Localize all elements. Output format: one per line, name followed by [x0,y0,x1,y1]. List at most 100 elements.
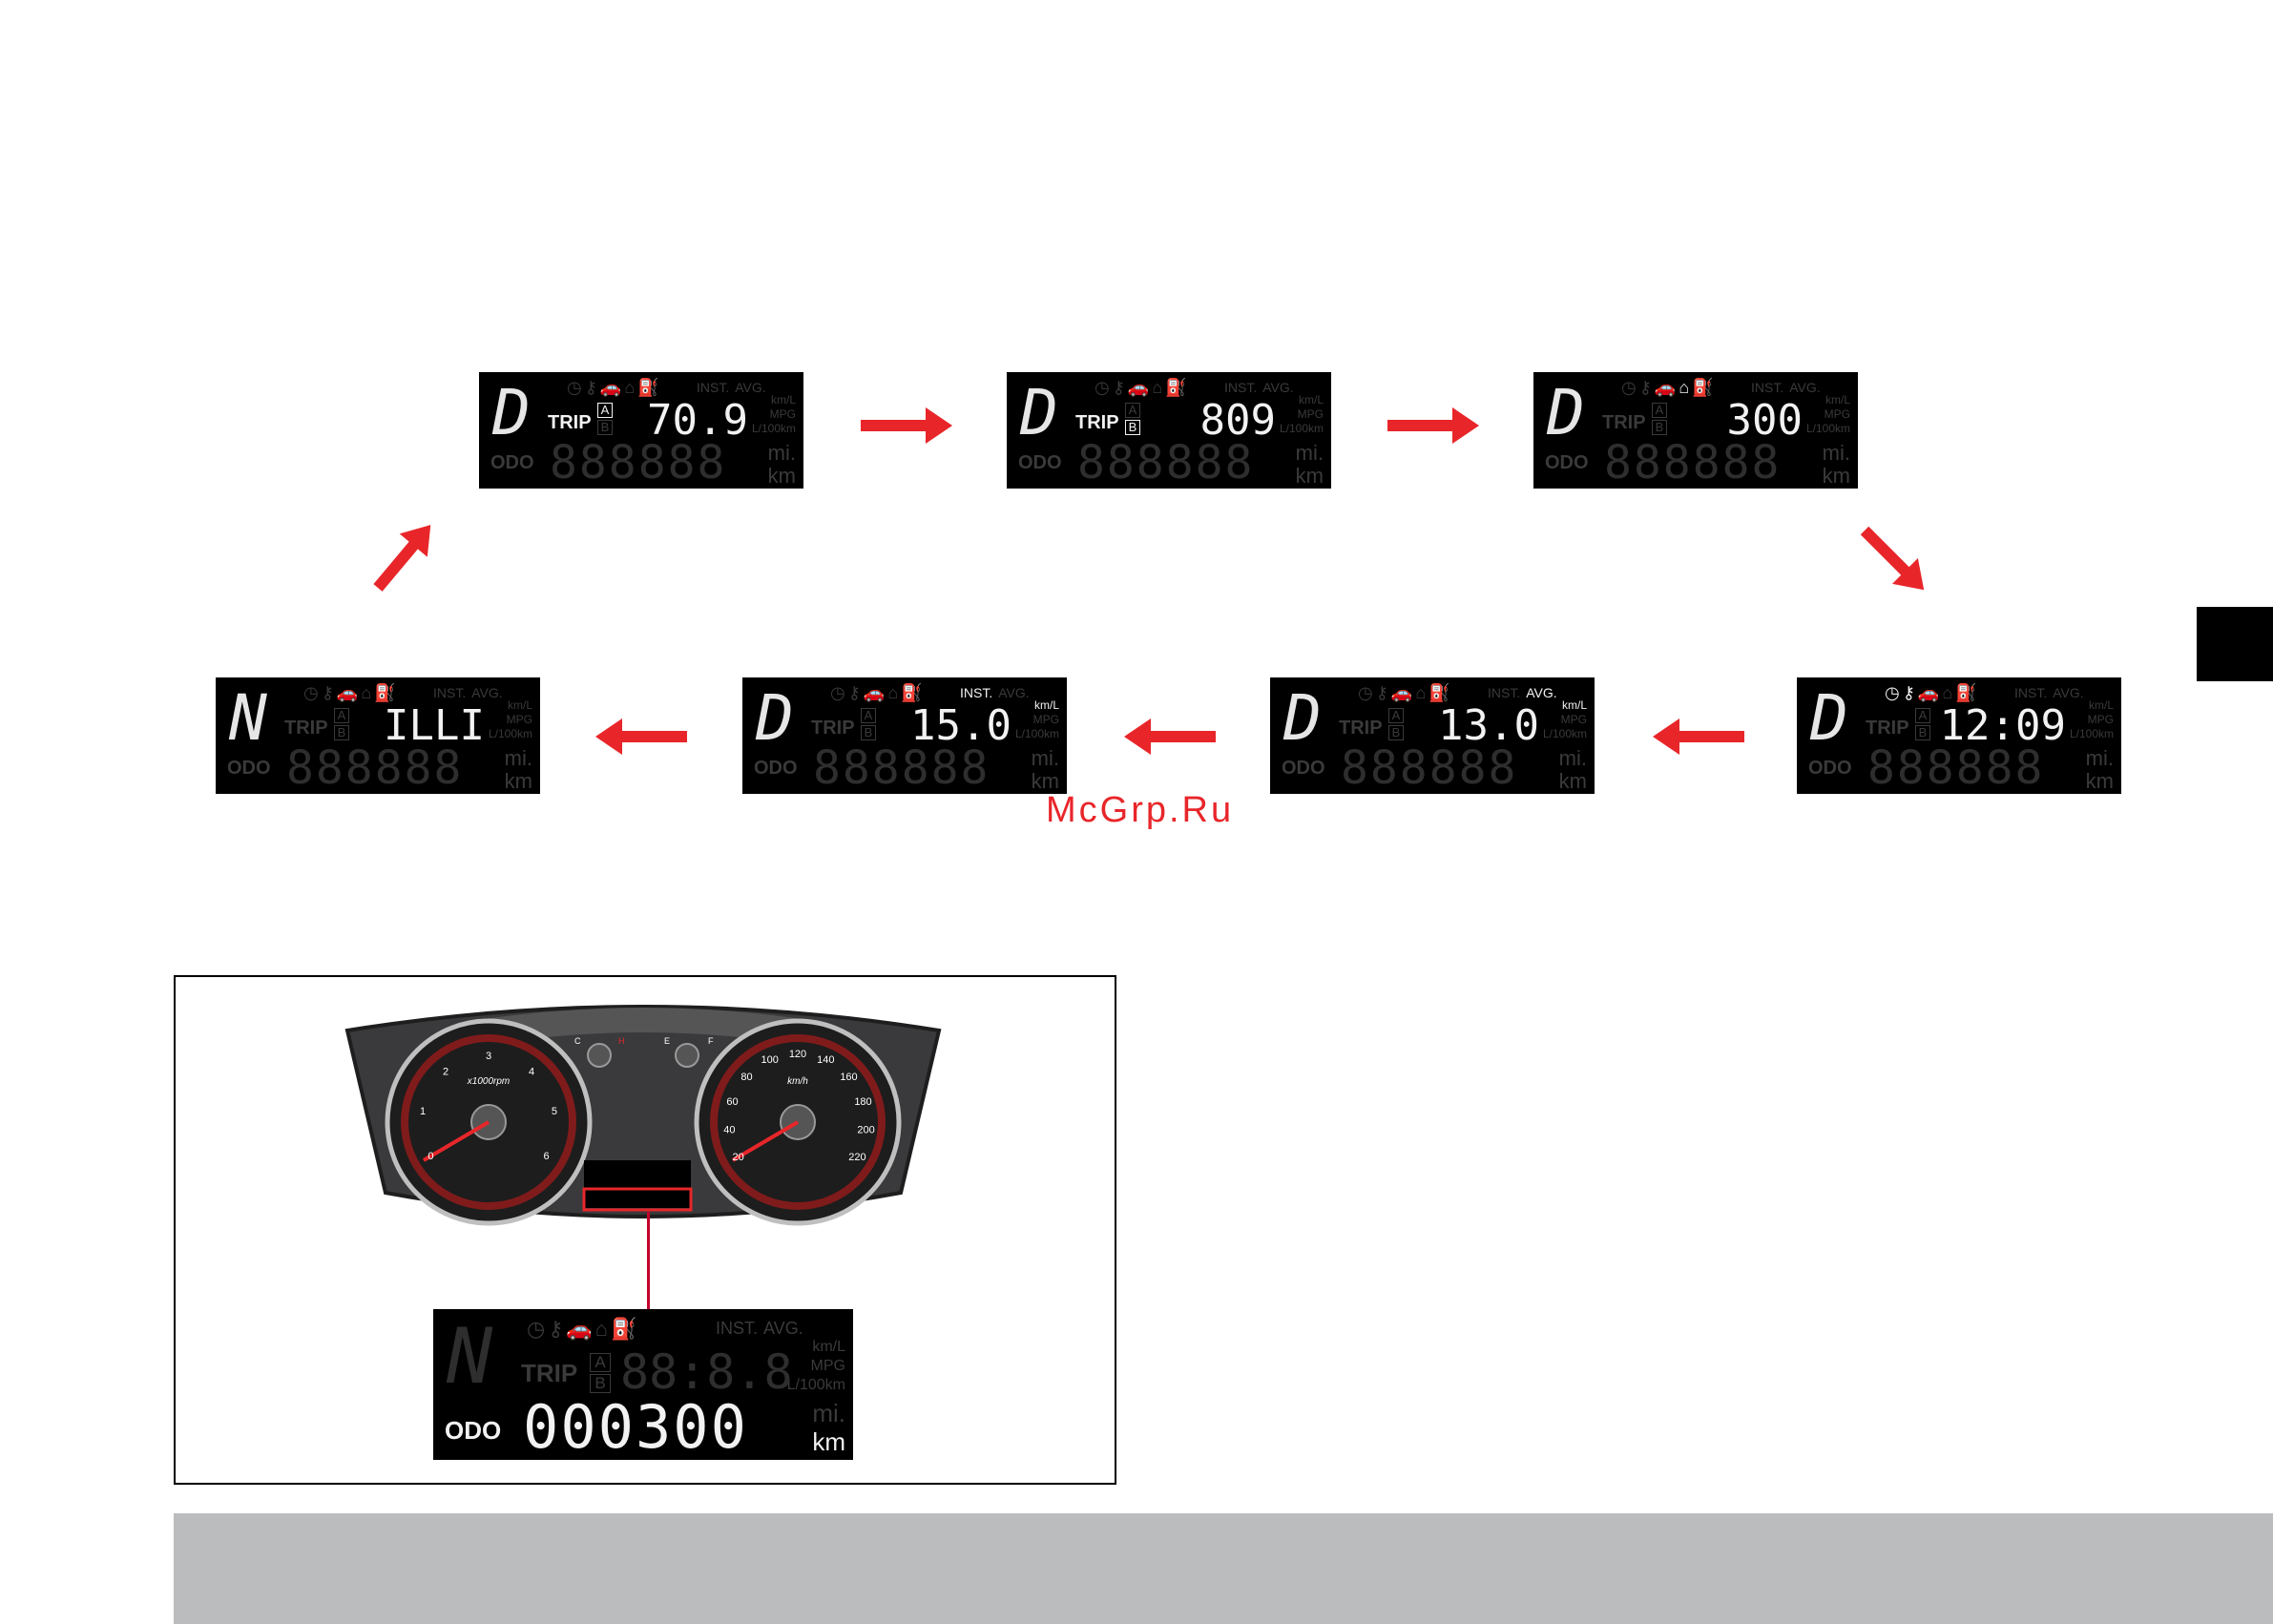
mi-unit: mi. [504,746,532,770]
odometer-ghost-digits: 888888 [1341,741,1518,795]
status-icon: ⛽ [374,683,399,702]
trip-a-marker: A [1915,708,1930,723]
status-icon: ⚷ [1902,683,1918,702]
km-unit: km [767,464,796,488]
odometer-ghost-digits: 888888 [1867,741,2045,795]
trip-label: TRIP [1866,718,1909,739]
trip-label: TRIP [548,412,592,433]
trip-label: TRIP [1339,718,1383,739]
tach-scale-label: 5 [552,1106,557,1117]
inst-label: INST. [716,1319,759,1338]
odo-label: ODO [754,758,798,779]
odo-label: ODO [1808,758,1852,779]
mode-label: INST. [2014,685,2048,700]
mode-labels: INST.AVG. [1751,380,1826,395]
trip-a-marker: A [1652,403,1667,418]
status-icon: ◷ [1095,378,1113,397]
tach-scale-label: 0 [427,1151,433,1162]
km-unit: km [2085,769,2114,793]
display-value: 12:09 [1939,701,2066,750]
km-unit: km [504,769,532,793]
trip-a-marker: A [861,708,876,723]
status-icon: ⛽ [1692,378,1717,397]
mode-labels: INST.AVG. [960,685,1035,700]
gear-indicator: D [492,376,531,449]
watermark: McGrp.Ru [1046,790,1235,830]
mode-labels: INST.AVG. [716,1319,809,1339]
mode-labels: INST.AVG. [1488,685,1563,700]
gear-indicator: D [1283,681,1322,755]
status-icon: ⚷ [321,683,337,702]
status-icon: ◷ [303,683,322,702]
gear-indicator: N [229,681,267,755]
mode-labels: INST.AVG. [697,380,772,395]
temp-hot-label: H [618,1036,625,1046]
mi-unit: mi. [1031,746,1059,770]
status-icons: ◷⚷🚗⌂⛽ [1885,683,1980,703]
odo-label: ODO [1282,758,1325,779]
mode-label: AVG. [1789,380,1821,395]
km-unit: km [1558,769,1587,793]
trip-b-marker: B [597,420,613,435]
status-icon: 🚗 [599,378,625,397]
status-icon: ⚷ [584,378,600,397]
unit-label: km/L [1825,393,1850,406]
odo-label: ODO [490,452,534,473]
unit-label: MPG [2087,713,2114,726]
status-icon: ⌂ [361,683,375,702]
km-unit: km [1295,464,1324,488]
mode-label: AVG. [998,685,1030,700]
unit-label: MPG [769,407,796,421]
odo-label: ODO [1018,452,1062,473]
display-value: 300 [1726,396,1803,445]
trip-b-marker: B [1652,420,1667,435]
trip-a-marker: A [597,403,613,418]
status-icon: ⛽ [1165,378,1190,397]
status-icon: ⚷ [1638,378,1655,397]
speedo-scale-label: 80 [740,1072,752,1083]
fuel-empty-label: E [664,1036,670,1046]
tach-unit-label: x1000rpm [467,1076,510,1087]
trip-a-marker: A [1388,708,1404,723]
status-icon: ⚷ [548,1317,567,1341]
status-icon: ⌂ [594,1317,612,1341]
unit-label: MPG [506,713,532,726]
status-icons: ◷⚷🚗⌂⛽ [830,683,926,703]
status-icon: 🚗 [1654,378,1679,397]
display-value: ILLI [384,701,485,750]
trip-label: TRIP [284,718,328,739]
status-icons: ◷⚷🚗⌂⛽ [1621,378,1717,398]
tach-scale-label: 4 [529,1066,534,1077]
mode-label: INST. [697,380,730,395]
mi-unit: mi. [812,1399,845,1427]
odo-label: ODO [445,1416,502,1445]
flow-arrow [861,407,952,444]
odometer-ghost-digits: 888888 [550,436,727,489]
status-icon: ◷ [567,378,585,397]
trip-b-marker: B [1388,725,1404,740]
status-icon: 🚗 [1390,683,1416,702]
mode-label: AVG. [2053,685,2084,700]
trip-b-marker: B [861,725,876,740]
unit-label: MPG [1824,407,1850,421]
avg-label: AVG. [763,1319,803,1338]
speedo-scale-label: 160 [840,1072,857,1083]
status-icon: ⛽ [611,1317,640,1341]
trip-label: TRIP [1075,412,1119,433]
unit-label: MPG [1032,713,1059,726]
status-icon: ⌂ [887,683,902,702]
display-value: 15.0 [910,701,1011,750]
speedo-scale-label: 60 [726,1096,738,1108]
